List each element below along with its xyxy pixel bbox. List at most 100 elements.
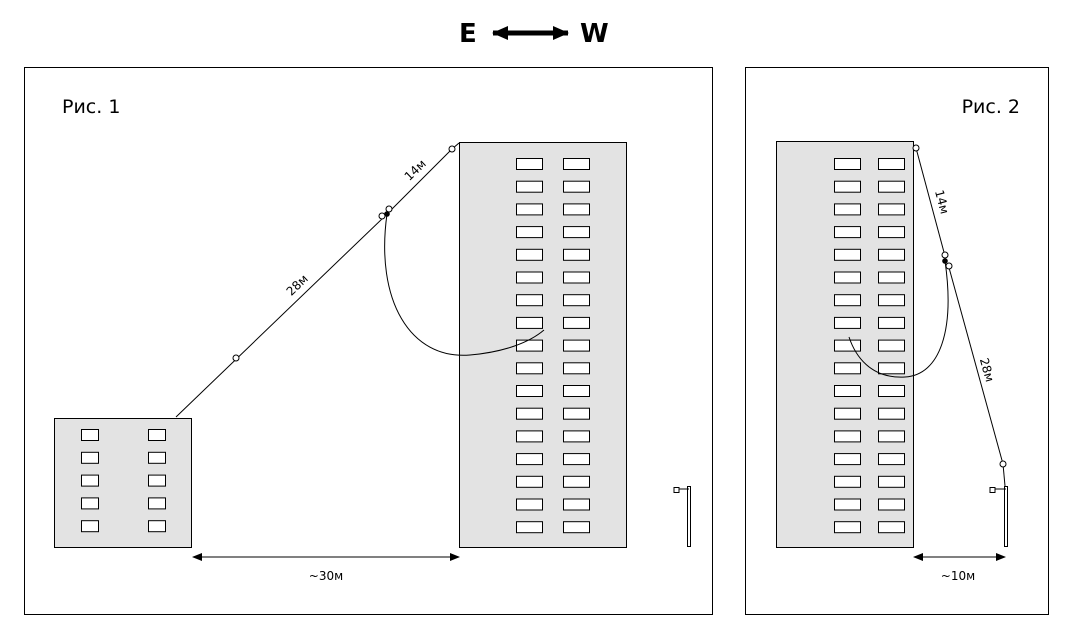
figure-1-panel: Рис. 1 28м 14м ~30м	[24, 67, 713, 615]
window	[878, 271, 905, 284]
window	[834, 339, 861, 352]
window	[516, 385, 543, 397]
window	[516, 521, 543, 534]
window	[834, 521, 861, 534]
window	[878, 498, 905, 511]
window	[834, 248, 861, 261]
window	[148, 429, 166, 441]
antenna-wire-upper-fig2	[915, 147, 946, 257]
window	[563, 180, 590, 193]
window	[834, 362, 861, 375]
window	[81, 520, 99, 533]
window	[563, 203, 590, 216]
window	[563, 407, 590, 420]
window	[878, 407, 905, 420]
window	[516, 407, 543, 420]
tall-building-fig1-windows	[516, 158, 590, 534]
figure-2-frame	[745, 67, 1049, 615]
feed-line-fig1	[384, 213, 545, 356]
window	[878, 294, 905, 307]
window	[878, 226, 905, 239]
window	[834, 407, 861, 420]
window	[516, 203, 543, 216]
window	[516, 475, 543, 488]
window	[516, 294, 543, 307]
window	[878, 203, 905, 216]
window	[81, 474, 99, 487]
window	[878, 475, 905, 488]
window	[834, 271, 861, 284]
window	[834, 226, 861, 239]
window	[834, 158, 861, 170]
window	[878, 430, 905, 443]
window	[563, 498, 590, 511]
window	[148, 474, 166, 487]
window	[563, 362, 590, 375]
window	[516, 453, 543, 466]
window	[878, 316, 905, 329]
east-label: E	[459, 19, 477, 49]
window	[148, 520, 166, 533]
wire-length-label-14m-fig1: 14м	[402, 157, 429, 184]
insulator	[232, 354, 240, 362]
window	[878, 362, 905, 375]
tall-building-fig2-windows	[834, 158, 905, 534]
window	[516, 271, 543, 284]
small-building	[54, 418, 192, 548]
window	[563, 294, 590, 307]
window	[563, 430, 590, 443]
window	[834, 430, 861, 443]
window	[516, 430, 543, 443]
window	[563, 521, 590, 534]
window	[563, 226, 590, 239]
wire-length-label-28m-fig2: 28м	[977, 356, 997, 383]
window	[563, 158, 590, 170]
window	[563, 316, 590, 329]
distance-label-fig1: ~30м	[309, 569, 343, 583]
wire-length-label-28m-fig1: 28м	[284, 272, 311, 299]
insulator	[448, 145, 456, 153]
window	[834, 498, 861, 511]
antenna-wire-lower-fig1	[175, 215, 386, 418]
window	[878, 453, 905, 466]
window	[81, 429, 99, 441]
window	[834, 453, 861, 466]
wire-end-to-mast-fig2	[1002, 463, 1006, 487]
window	[516, 316, 543, 329]
antenna-wire-lower-fig2	[947, 263, 1004, 465]
wire-length-label-14m-fig2: 14м	[932, 188, 952, 215]
insulator	[385, 205, 393, 213]
figure-1-frame	[24, 67, 713, 615]
window	[516, 339, 543, 352]
window	[878, 339, 905, 352]
window	[878, 248, 905, 261]
insulator	[999, 460, 1007, 468]
window	[878, 180, 905, 193]
window	[516, 158, 543, 170]
insulator	[941, 251, 949, 259]
window	[81, 451, 99, 464]
window	[878, 158, 905, 170]
window	[563, 475, 590, 488]
window	[834, 294, 861, 307]
figure-2-panel: Рис. 2 14м 28м ~10м	[745, 67, 1049, 615]
insulator	[378, 212, 386, 220]
window	[148, 497, 166, 510]
insulator	[912, 144, 920, 152]
window	[563, 339, 590, 352]
figure-2-label: Рис. 2	[962, 96, 1020, 118]
mast-lamp-fig2	[989, 487, 996, 493]
window	[516, 498, 543, 511]
window	[81, 497, 99, 510]
window	[516, 226, 543, 239]
distance-label-fig2: ~10м	[941, 569, 975, 583]
window	[563, 385, 590, 397]
antenna-wire-upper-fig1	[389, 148, 453, 212]
window	[834, 180, 861, 193]
feed-line-fig2	[848, 260, 949, 378]
window	[563, 453, 590, 466]
window	[563, 248, 590, 261]
window	[563, 271, 590, 284]
window	[834, 316, 861, 329]
figure-1-label: Рис. 1	[62, 96, 120, 118]
